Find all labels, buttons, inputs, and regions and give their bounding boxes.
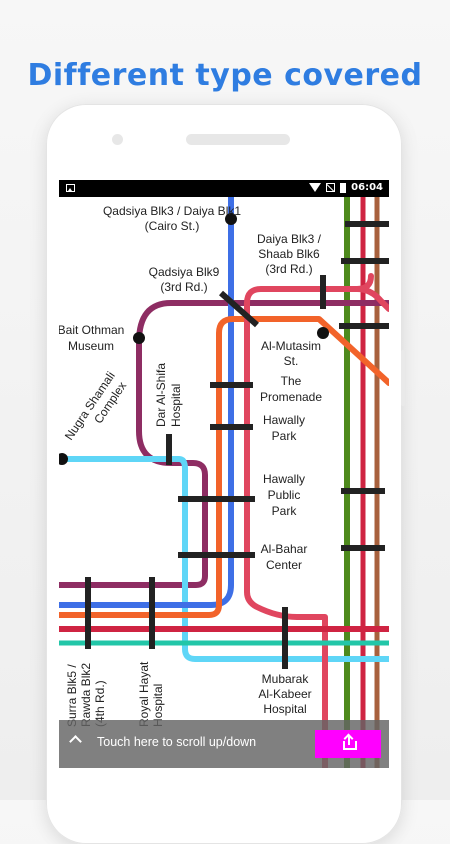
station-label[interactable]: Surra Blk5 /Rawda Blk2(4th Rd.) — [65, 663, 107, 727]
share-icon — [343, 741, 357, 750]
station-label[interactable]: Qadsiya Blk9(3rd Rd.) — [149, 265, 220, 294]
station-dot[interactable] — [225, 213, 237, 225]
station-label[interactable]: Daiya Blk3 /Shaab Blk6(3rd Rd.) — [257, 232, 322, 276]
battery-icon — [340, 182, 347, 193]
station-dot[interactable] — [133, 332, 145, 344]
promo-headline: Different type covered — [27, 58, 423, 93]
share-icon-arrow — [348, 736, 350, 745]
scroll-bar[interactable]: Touch here to scroll up/down — [59, 720, 389, 768]
no-signal-icon — [326, 183, 336, 192]
station-dot[interactable] — [59, 453, 68, 465]
share-button[interactable] — [315, 730, 381, 758]
metro-map[interactable]: Qadsiya Blk3 / Daiya Blk1(Cairo St.) Dai… — [59, 197, 389, 768]
blue-line — [59, 197, 234, 608]
station-tick[interactable] — [219, 290, 259, 328]
status-bar: 06:04 — [59, 180, 389, 197]
phone-speaker — [186, 134, 290, 145]
station-label[interactable]: Dar Al-ShifaHospital — [154, 363, 183, 427]
orange-line — [59, 316, 389, 618]
app-screen: 06:04 — [59, 180, 389, 768]
station-label[interactable]: Nugra ShamaliComplex — [62, 369, 130, 451]
chevron-up-icon[interactable] — [69, 735, 82, 748]
red-line-east — [354, 286, 389, 312]
scroll-hint-label[interactable]: Touch here to scroll up/down — [97, 735, 257, 749]
station-dot[interactable] — [317, 327, 329, 339]
wifi-icon — [309, 183, 322, 192]
phone-side-button — [401, 350, 405, 406]
image-icon — [66, 184, 75, 192]
status-time: 06:04 — [351, 182, 383, 193]
station-label[interactable]: Qadsiya Blk3 / Daiya Blk1(Cairo St.) — [103, 204, 241, 233]
station-label[interactable]: Royal HayatHospital — [137, 661, 165, 727]
cyan-line — [59, 456, 389, 662]
phone-camera — [112, 134, 123, 145]
